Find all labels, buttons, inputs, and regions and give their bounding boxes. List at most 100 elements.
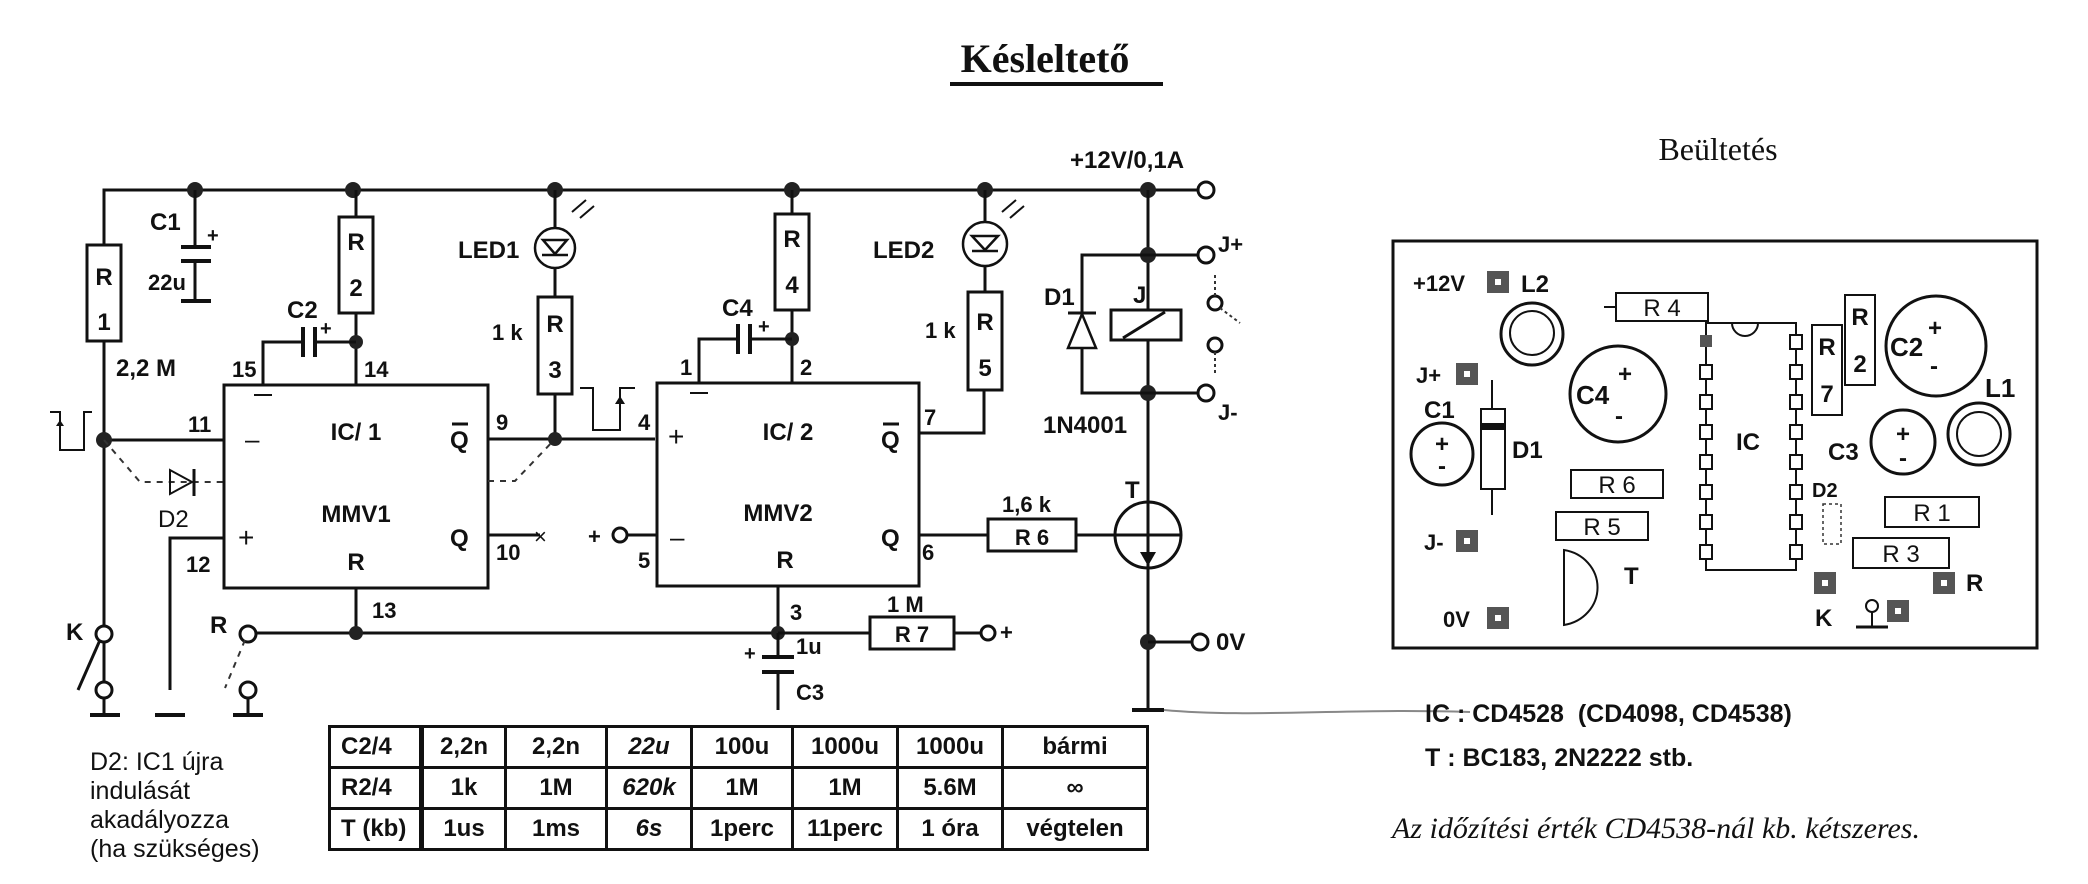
svg-text:9: 9 <box>496 410 508 435</box>
supply-label: +12V/0,1A <box>1070 147 1184 174</box>
svg-text:J: J <box>1133 282 1146 309</box>
svg-text:2: 2 <box>800 355 812 380</box>
svg-text:+: + <box>1618 361 1632 388</box>
svg-text:R: R <box>95 264 112 291</box>
svg-text:22u: 22u <box>148 270 186 295</box>
svg-text:10: 10 <box>496 540 520 565</box>
table-cell: 1M <box>791 766 899 810</box>
svg-text:C3: C3 <box>796 680 824 705</box>
table-cell: 1perc <box>690 807 794 851</box>
svg-text:C2: C2 <box>287 297 318 324</box>
ic1-block: 15 14 IC/ 1 MMV1 R – + Q Q 11 12 9 10 × … <box>50 357 655 690</box>
svg-text:R: R <box>1966 570 1983 597</box>
capacitor-c3: + 1u C3 <box>744 633 824 710</box>
led1: LED1 <box>458 190 595 297</box>
capacitor-c4: + C4 <box>697 295 792 383</box>
table-cell: 22u <box>605 725 693 769</box>
timing-table: C2/4 2,2n 2,2n 22u 100u 1000u 1000u bárm… <box>328 725 1149 851</box>
table-cell: 5.6M <box>896 766 1004 810</box>
svg-text:R: R <box>776 547 793 574</box>
svg-text:1: 1 <box>97 309 110 336</box>
capacitor-c1: + C1 22u <box>148 190 219 303</box>
timing-remark: Az időzítési érték CD4538-nál kb. kétsze… <box>1392 812 1920 845</box>
svg-text:J+: J+ <box>1218 232 1243 257</box>
svg-text:IC/ 2: IC/ 2 <box>763 419 814 446</box>
svg-text:4: 4 <box>785 272 799 299</box>
svg-text:K: K <box>1815 605 1833 632</box>
table-cell: 1 óra <box>896 807 1004 851</box>
transistor-t: T 0V <box>1113 477 1471 715</box>
svg-text:7: 7 <box>1820 381 1833 408</box>
svg-text:+: + <box>758 316 770 338</box>
resistor-r4: R 4 <box>773 190 811 383</box>
table-cell: 620k <box>605 766 693 810</box>
svg-text:R: R <box>1851 304 1868 331</box>
table-cell: 2,2n <box>420 725 507 769</box>
diode-d1: D1 1N4001 <box>1043 253 1148 439</box>
svg-text:R 3: R 3 <box>1882 541 1919 568</box>
svg-text:1,6 k: 1,6 k <box>1002 492 1052 517</box>
svg-text:R: R <box>976 309 993 336</box>
table-cell: végtelen <box>1001 807 1149 851</box>
pulse-symbol <box>580 387 635 431</box>
svg-text:R 6: R 6 <box>1015 525 1049 550</box>
svg-text:+: + <box>320 318 332 340</box>
svg-text:IC/ 1: IC/ 1 <box>331 419 382 446</box>
svg-text:+: + <box>1896 421 1910 448</box>
svg-text:1N4001: 1N4001 <box>1043 412 1127 439</box>
table-cell: 1us <box>420 807 507 851</box>
svg-text:+: + <box>1928 315 1942 342</box>
svg-text:11: 11 <box>188 412 211 437</box>
svg-text:R: R <box>347 549 364 576</box>
svg-text:3: 3 <box>548 357 561 384</box>
svg-text:J+: J+ <box>1416 363 1441 388</box>
table-row: C2/4 2,2n 2,2n 22u 100u 1000u 1000u bárm… <box>328 725 1149 769</box>
table-cell: 11perc <box>791 807 899 851</box>
svg-text:1 k: 1 k <box>492 320 523 345</box>
svg-text:J-: J- <box>1424 530 1444 555</box>
table-row: R2/4 1k 1M 620k 1M 1M 5.6M ∞ <box>328 766 1149 810</box>
svg-text:1: 1 <box>680 355 692 380</box>
d2-note: D2: IC1 újra indulását akadályozza (ha s… <box>90 748 260 863</box>
svg-text:R 6: R 6 <box>1598 472 1635 499</box>
svg-text:LED1: LED1 <box>458 237 519 264</box>
table-row: T (kb) 1us 1ms 6s 1perc 11perc 1 óra vég… <box>328 807 1149 851</box>
svg-text:R: R <box>347 229 364 256</box>
parts-transistor: T : BC183, 2N2222 stb. <box>1425 744 1694 772</box>
svg-text:+: + <box>1435 431 1449 458</box>
svg-text:7: 7 <box>924 405 936 430</box>
svg-text:–: – <box>245 424 260 454</box>
svg-text:15: 15 <box>232 357 256 382</box>
svg-text:1 M: 1 M <box>887 592 924 617</box>
table-cell: 1M <box>690 766 794 810</box>
svg-text:+: + <box>1000 620 1013 645</box>
pad-jminus <box>1456 530 1478 552</box>
svg-text:-: - <box>1930 353 1938 380</box>
svg-text:T: T <box>1125 477 1140 504</box>
pcb-layout: +12V J+ J- 0V L2 + - C1 D1 C4 + - R 4 R … <box>1391 239 2039 650</box>
svg-text:1 k: 1 k <box>925 318 956 343</box>
table-cell: 1000u <box>791 725 899 769</box>
svg-text:2: 2 <box>1853 351 1866 378</box>
supply-terminal <box>1196 180 1216 200</box>
svg-text:Q: Q <box>881 525 900 552</box>
table-cell: 6s <box>605 807 693 851</box>
layout-title: Beültetés <box>1658 131 1777 167</box>
parts-ic: IC : CD4528 (CD4098, CD4538) <box>1425 700 1792 728</box>
ic2-block: 1 2 IC/ 2 MMV2 R + – Q Q 4 + 5 7 6 3 <box>588 355 988 640</box>
resistor-r6: R 6 1,6 k <box>986 492 1116 553</box>
svg-text:+: + <box>238 522 254 553</box>
svg-text:C1: C1 <box>1424 397 1455 424</box>
row-header: T (kb) <box>328 807 424 851</box>
table-cell: 1k <box>420 766 507 810</box>
svg-text:R: R <box>210 612 227 639</box>
svg-text:2: 2 <box>349 275 362 302</box>
svg-text:D1: D1 <box>1512 437 1543 464</box>
svg-text:C3: C3 <box>1828 439 1859 466</box>
svg-text:–: – <box>670 522 685 552</box>
table-cell: 1M <box>504 766 608 810</box>
svg-text:-: - <box>1899 445 1907 472</box>
svg-text:D2: D2 <box>158 506 189 533</box>
svg-text:C2: C2 <box>1890 332 1923 362</box>
switch-k: K <box>66 619 120 717</box>
